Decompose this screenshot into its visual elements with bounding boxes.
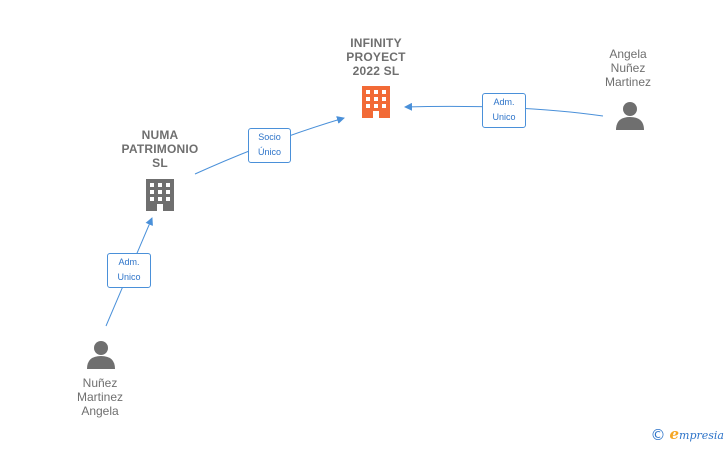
copyright-icon: © — [650, 425, 666, 444]
person-icon-angela-nunez[interactable] — [616, 102, 644, 130]
brand-logo: empresia — [669, 425, 724, 444]
building-icon-infinity[interactable] — [362, 86, 390, 118]
edge-label-adm-unico-nunez: Adm. Unico — [107, 253, 151, 288]
person-icon-nunez-angela[interactable] — [87, 341, 115, 369]
person-label-angela-nunez[interactable]: Angela Nuñez Martinez — [604, 47, 651, 89]
edge-label-socio-unico: Socio Único — [248, 128, 291, 163]
brand-watermark: © empresia — [650, 425, 724, 444]
company-label-infinity[interactable]: INFINITY PROYECT 2022 SL — [346, 36, 406, 78]
building-icon-numa[interactable] — [146, 179, 174, 211]
company-label-numa[interactable]: NUMA PATRIMONIO SL — [121, 128, 199, 170]
person-label-nunez-angela[interactable]: Nuñez Martinez Angela — [76, 376, 123, 418]
edge-label-adm-unico-angela: Adm. Unico — [482, 93, 526, 128]
brand-name: mpresia — [679, 429, 724, 442]
brand-initial: e — [669, 425, 680, 443]
